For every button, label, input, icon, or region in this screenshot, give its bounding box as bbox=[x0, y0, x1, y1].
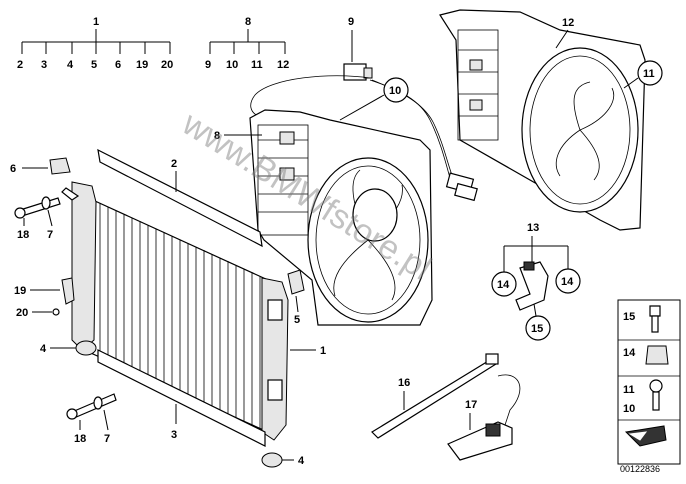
group-8-item: 9 bbox=[205, 59, 211, 71]
callout-8: 8 bbox=[214, 130, 220, 142]
group-8-legend: 8 9 10 11 12 bbox=[205, 16, 289, 71]
direction-arrow-icon bbox=[624, 425, 667, 447]
relay-part: 9 bbox=[343, 16, 373, 81]
group-8-item: 11 bbox=[251, 59, 263, 71]
fan-shroud-rear: 12 11 bbox=[439, 9, 663, 231]
callout-20: 20 bbox=[16, 307, 28, 319]
callout-14b: 14 bbox=[561, 276, 574, 288]
group-1-head: 1 bbox=[93, 16, 99, 28]
group-8-item: 10 bbox=[226, 59, 238, 71]
fan-shroud-assembly: 8 10 bbox=[214, 75, 478, 326]
callout-19: 19 bbox=[14, 285, 26, 297]
callout-18b: 18 bbox=[74, 433, 86, 445]
callout-4b: 4 bbox=[298, 455, 305, 467]
callout-3: 3 bbox=[171, 429, 177, 441]
group-1-item: 4 bbox=[67, 59, 74, 71]
group-1-item: 20 bbox=[161, 59, 173, 71]
small-parts-left: 6 18 7 19 20 4 5 18 7 bbox=[10, 157, 305, 468]
panel-label-11: 11 bbox=[623, 384, 635, 396]
hardware-panel: 15 14 11 10 00122836 bbox=[617, 299, 681, 474]
group-1-legend: 1 2 3 4 5 6 19 20 bbox=[17, 16, 173, 71]
group-1-item: 5 bbox=[91, 59, 97, 71]
callout-18a: 18 bbox=[17, 229, 29, 241]
callout-10: 10 bbox=[389, 85, 401, 97]
panel-label-10: 10 bbox=[623, 403, 635, 415]
strap-and-holder: 16 17 bbox=[371, 353, 521, 461]
callout-1: 1 bbox=[320, 345, 326, 357]
clip-group-13: 13 14 14 15 bbox=[491, 222, 581, 341]
callout-6: 6 bbox=[10, 163, 16, 175]
callout-5: 5 bbox=[294, 314, 300, 326]
group-8-head: 8 bbox=[245, 16, 251, 28]
callout-7a: 7 bbox=[47, 229, 53, 241]
group-8-item: 12 bbox=[277, 59, 289, 71]
callout-17: 17 bbox=[465, 399, 477, 411]
callout-15: 15 bbox=[531, 323, 543, 335]
callout-11: 11 bbox=[643, 68, 655, 80]
callout-9: 9 bbox=[348, 16, 354, 28]
callout-12: 12 bbox=[562, 17, 574, 29]
group-1-item: 3 bbox=[41, 59, 47, 71]
callout-16: 16 bbox=[398, 377, 410, 389]
panel-label-15: 15 bbox=[623, 311, 635, 323]
group-1-item: 2 bbox=[17, 59, 23, 71]
group-1-item: 19 bbox=[136, 59, 148, 71]
callout-14a: 14 bbox=[497, 279, 510, 291]
group-13-head: 13 bbox=[527, 222, 539, 234]
callout-4a: 4 bbox=[40, 343, 47, 355]
diagram-code: 00122836 bbox=[620, 464, 660, 474]
group-1-item: 6 bbox=[115, 59, 121, 71]
callout-2: 2 bbox=[171, 158, 177, 170]
radiator-fins bbox=[91, 200, 261, 430]
callout-7b: 7 bbox=[104, 433, 110, 445]
radiator: 2 bbox=[71, 148, 326, 447]
panel-label-14: 14 bbox=[623, 347, 636, 359]
